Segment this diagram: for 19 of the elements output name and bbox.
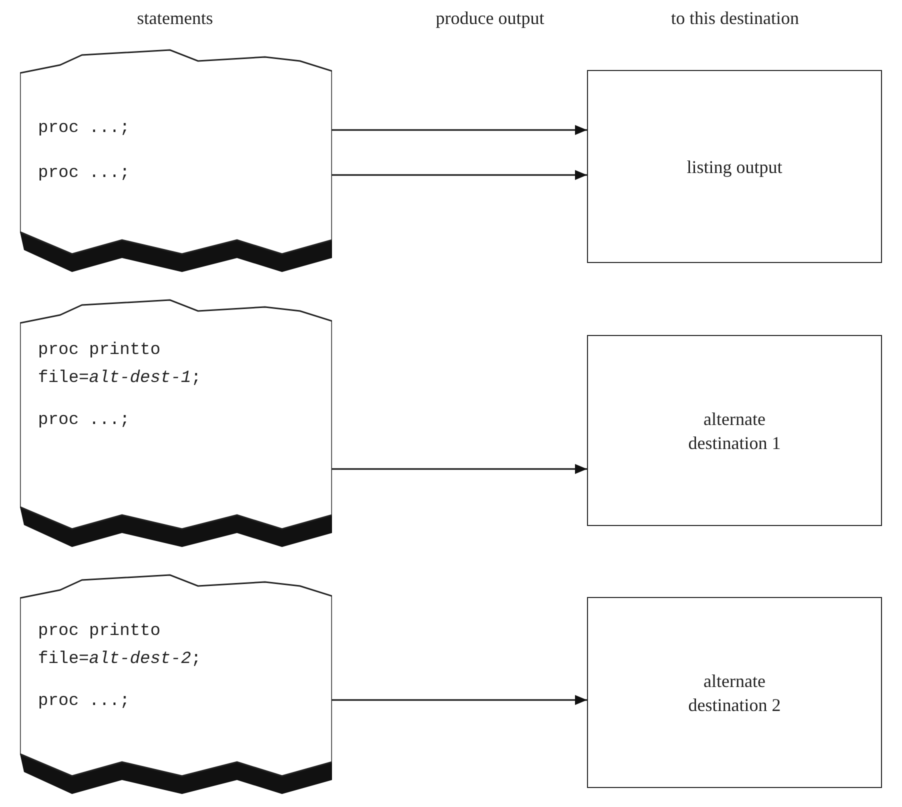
code-statement: proc ...; (38, 118, 131, 140)
destination-box (587, 597, 882, 788)
code-statement: proc ...; (38, 691, 131, 713)
column-heading: statements (137, 8, 213, 29)
code-statement: proc printto file=alt-dest-1; (38, 340, 202, 390)
destination-label: listing output (686, 156, 784, 178)
destination-box (587, 335, 882, 526)
arrow (332, 170, 587, 180)
code-statement: proc ...; (38, 410, 131, 432)
destination-label: alternate destination 2 (687, 670, 782, 716)
arrow (332, 464, 587, 474)
column-heading: to this destination (671, 8, 799, 29)
code-statement: proc printto file=alt-dest-2; (38, 621, 202, 671)
destination-label: alternate destination 1 (687, 408, 782, 454)
column-heading: produce output (436, 8, 544, 29)
destination-box (587, 70, 882, 263)
arrow (332, 695, 587, 705)
arrow (332, 125, 587, 135)
code-statement: proc ...; (38, 163, 131, 185)
